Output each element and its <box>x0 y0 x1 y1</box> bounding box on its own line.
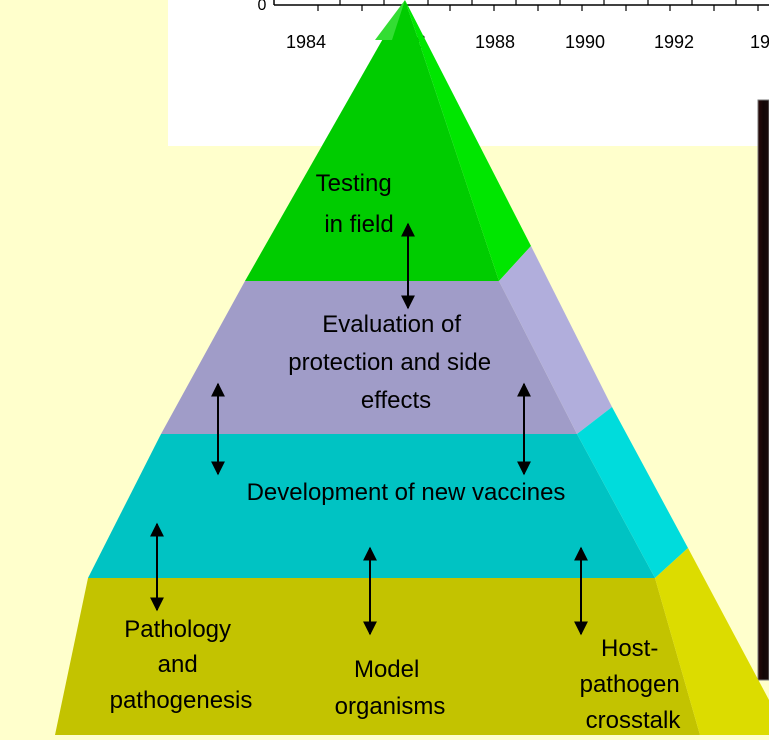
chart-x-tick-1994: 19 <box>750 32 769 52</box>
pyramid-side-top <box>405 0 531 281</box>
label-testing-in-field: Testing in field <box>316 170 399 238</box>
pyramid-apex-highlight <box>375 0 405 40</box>
pyramid-level-top <box>245 0 499 281</box>
photo-panel <box>757 99 769 681</box>
pyramid-level-base <box>55 578 700 735</box>
chart-panel <box>168 0 769 146</box>
label-pathology: Pathology and pathogenesis <box>110 616 253 714</box>
chart-x-tick-1990: 1990 <box>565 32 605 52</box>
pyramid-side-upper-middle <box>499 246 612 434</box>
chart-x-tick-1992: 1992 <box>654 32 694 52</box>
pyramid-level-upper-middle <box>161 281 577 434</box>
chart-x-tick-1988: 1988 <box>475 32 515 52</box>
pyramid-level-lower-middle <box>88 434 655 578</box>
label-host-pathogen-crosstalk: Host- pathogen crosstalk <box>580 635 687 734</box>
pyramid <box>55 0 769 735</box>
label-evaluation: Evaluation of protection and side effect… <box>288 311 497 414</box>
background-chart: 0 1984 6 1988 1990 1992 19 <box>168 0 769 146</box>
pyramid-side-base <box>655 548 769 735</box>
pyramid-side-lower-middle <box>577 407 688 578</box>
label-model-organisms: Model organisms <box>335 656 446 720</box>
chart-x-tick-1984: 1984 <box>286 32 326 52</box>
chart-y-tick-label: 0 <box>258 0 267 14</box>
label-development-of-new-vaccines: Development of new vaccines <box>247 479 566 506</box>
